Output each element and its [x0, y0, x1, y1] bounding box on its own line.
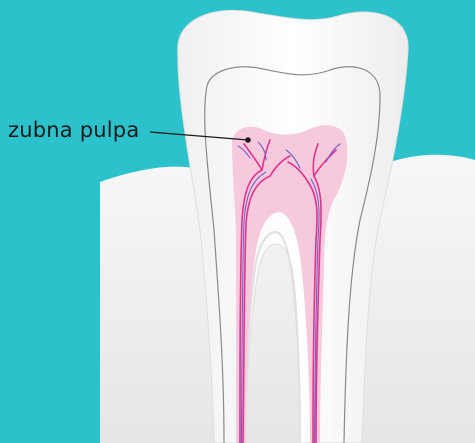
label-pointer-dot	[245, 137, 251, 143]
pulp-label: zubna pulpa	[8, 118, 139, 142]
